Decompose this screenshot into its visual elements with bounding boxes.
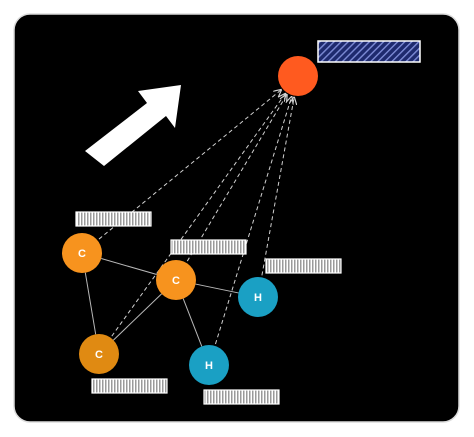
atom-node-h2: H bbox=[189, 345, 229, 385]
attention-link-h1 bbox=[261, 98, 294, 276]
atom-circle bbox=[238, 277, 278, 317]
big-arrow-icon bbox=[85, 85, 181, 166]
h2-label-box bbox=[203, 389, 280, 405]
atom-circle bbox=[79, 334, 119, 374]
atom-node-c1: C bbox=[62, 233, 102, 273]
c3-label-box bbox=[91, 378, 168, 394]
atom-node-c2: C bbox=[156, 260, 196, 300]
target-node bbox=[278, 56, 318, 96]
atom-label: C bbox=[78, 248, 86, 260]
bond-edge-c2-h2 bbox=[182, 298, 203, 347]
label-boxes bbox=[75, 40, 421, 405]
atom-label: C bbox=[95, 349, 103, 361]
atom-label: H bbox=[254, 292, 262, 304]
bond-edge-c1-c2 bbox=[101, 258, 157, 275]
diagram-card bbox=[13, 13, 460, 423]
attention-link-c2 bbox=[186, 95, 286, 262]
attention-link-c1 bbox=[98, 90, 281, 240]
atom-circle bbox=[62, 233, 102, 273]
attention-link-c3 bbox=[111, 94, 285, 337]
atom-node-c3: C bbox=[79, 334, 119, 374]
atom-circle bbox=[156, 260, 196, 300]
bond-edge-c1-c3 bbox=[84, 272, 97, 335]
bond-edge-c2-c3 bbox=[113, 293, 162, 341]
attention-link-h2 bbox=[214, 97, 291, 345]
attention-links bbox=[98, 90, 294, 345]
atom-label: H bbox=[205, 360, 213, 372]
atom-circle bbox=[189, 345, 229, 385]
atom-node-h1: H bbox=[238, 277, 278, 317]
atom-label: C bbox=[172, 275, 180, 287]
bond-edges bbox=[84, 258, 239, 347]
h1-label-box bbox=[265, 258, 342, 274]
target-label-box bbox=[317, 40, 421, 63]
c1-label-box bbox=[75, 211, 152, 227]
c2-label-box bbox=[170, 239, 247, 255]
bond-edge-c2-h1 bbox=[195, 283, 239, 294]
